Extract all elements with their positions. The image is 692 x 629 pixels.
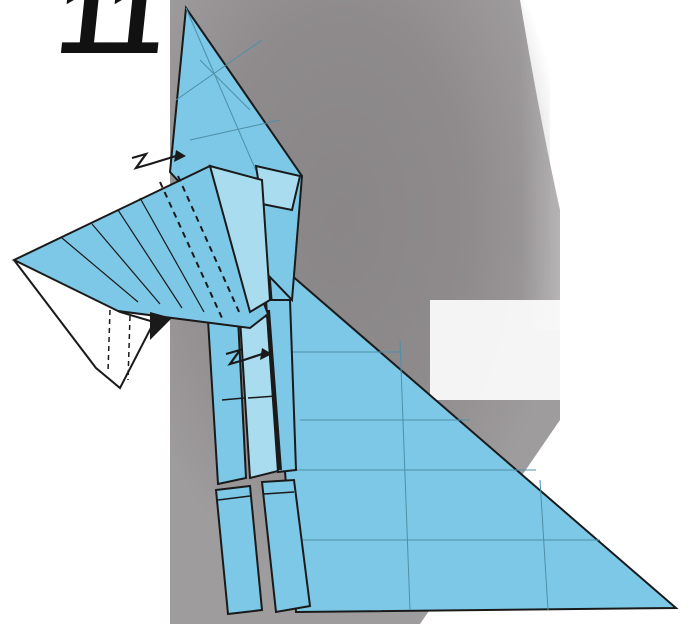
step-number: 11 bbox=[53, 0, 166, 70]
